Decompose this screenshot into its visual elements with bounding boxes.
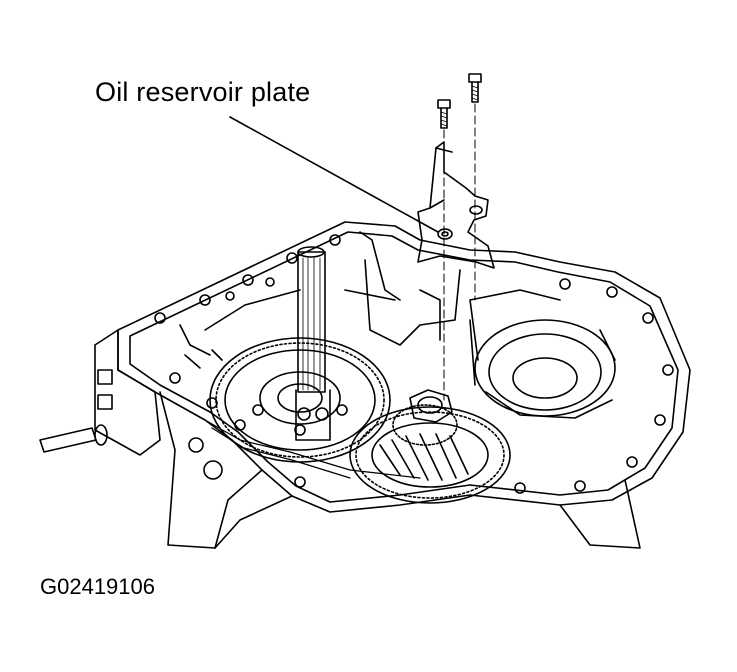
figure-id: G02419106 <box>40 574 155 599</box>
input-shaft <box>295 246 331 441</box>
bolt-left <box>437 99 451 129</box>
callout-leader-line <box>229 116 439 233</box>
differential-gear <box>349 406 511 504</box>
oil-reservoir-plate <box>417 141 495 269</box>
flange-bolt-holes <box>154 234 674 494</box>
bolt-right <box>468 73 482 103</box>
left-shaft <box>39 427 97 453</box>
oil-pipe <box>204 419 421 479</box>
callout-label: Oil reservoir plate <box>95 77 311 107</box>
bearing-bore <box>469 289 616 419</box>
pinion-nut <box>392 389 458 446</box>
